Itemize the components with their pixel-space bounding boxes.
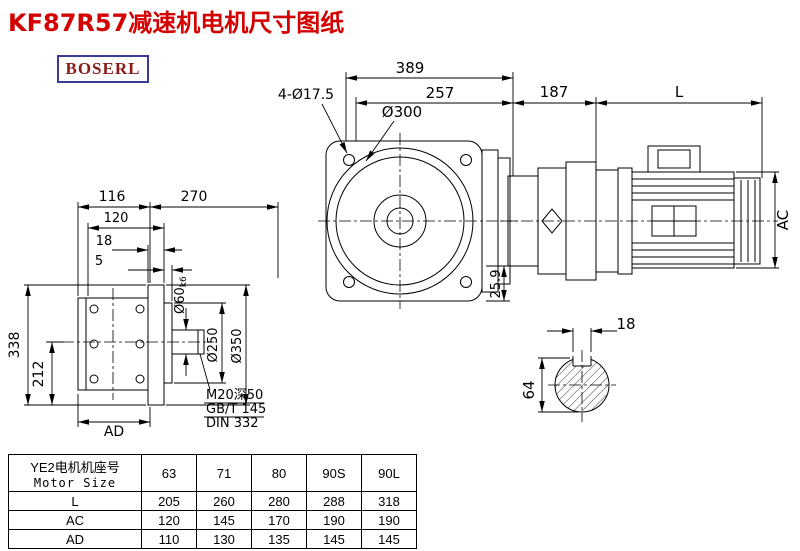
motor-view-dimensions: 187 L AC <box>513 83 792 269</box>
size-col-71: 71 <box>196 454 252 492</box>
dim-shaft-d60: Ø60k6 <box>173 276 189 314</box>
table-header-cn: YE2电机机座号 <box>30 459 120 475</box>
dim-adapter-length: 187 <box>540 83 569 101</box>
dim-ad: AD <box>104 424 124 440</box>
note-din-standard: DIN 332 <box>206 416 259 431</box>
dim-overall-width: 389 <box>396 59 425 77</box>
table-header-cell: YE2电机机座号 Motor Size <box>8 454 142 492</box>
cell-AD-71: 130 <box>196 529 252 549</box>
cell-L-90l: 318 <box>361 491 417 511</box>
dim-key-width: 18 <box>616 315 635 333</box>
cell-AD-90s: 145 <box>306 529 362 549</box>
side-view-dimensions: 116 270 120 18 5 338 212 Ø60k6 <box>7 189 279 440</box>
cell-L-90s: 288 <box>306 491 362 511</box>
table-row-AD: AD 110 130 135 145 145 <box>8 529 417 549</box>
cell-AC-90s: 190 <box>306 510 362 530</box>
front-view-dimensions: 389 257 4-Ø17.5 Ø300 25.9 <box>278 59 514 302</box>
cell-AC-90l: 190 <box>361 510 417 530</box>
cell-L-63: 205 <box>141 491 197 511</box>
dim-shaft-diameter: 64 <box>520 380 538 399</box>
cell-AD-90l: 145 <box>361 529 417 549</box>
dim-step-5: 5 <box>95 254 103 269</box>
motor-view <box>500 145 778 281</box>
cell-AD-63: 110 <box>141 529 197 549</box>
dim-depth-270: 270 <box>181 189 208 205</box>
dim-motor-height: AC <box>774 210 792 230</box>
front-view <box>318 133 518 309</box>
size-col-63: 63 <box>141 454 197 492</box>
dim-offset: 25.9 <box>489 270 504 299</box>
dim-spigot-d250: Ø250 <box>206 327 221 362</box>
table-header-row: YE2电机机座号 Motor Size 63 71 80 90S 90L <box>8 454 417 492</box>
shaft-section: 18 64 <box>520 315 636 422</box>
page-title: KF87R57减速机电机尺寸图纸 <box>8 9 345 37</box>
note-tap-hole: M20深50 <box>206 388 263 403</box>
table-row-L: L 205 260 280 288 318 <box>8 491 417 511</box>
row-label: L <box>8 491 142 511</box>
dim-height-212: 212 <box>31 361 47 388</box>
cell-L-71: 260 <box>196 491 252 511</box>
size-col-80: 80 <box>251 454 307 492</box>
row-label: AC <box>8 510 142 530</box>
cell-L-80: 280 <box>251 491 307 511</box>
dim-depth-116: 116 <box>99 189 126 205</box>
size-col-90s: 90S <box>306 454 362 492</box>
table-header-en: Motor Size <box>33 475 117 490</box>
cell-AC-80: 170 <box>251 510 307 530</box>
dim-step-120: 120 <box>104 211 129 226</box>
cell-AC-63: 120 <box>141 510 197 530</box>
dim-motor-length: L <box>675 83 684 101</box>
dim-flange-holes: 4-Ø17.5 <box>278 87 334 103</box>
dim-flange-d350: Ø350 <box>230 328 245 363</box>
dim-face-width: 257 <box>426 84 455 102</box>
dim-shaft-d60-value: Ø60 <box>173 287 188 314</box>
table-row-AC: AC 120 145 170 190 190 <box>8 510 417 530</box>
cell-AD-80: 135 <box>251 529 307 549</box>
dim-shaft-d60-tolerance: k6 <box>179 276 189 287</box>
row-label: AD <box>8 529 142 549</box>
size-col-90l: 90L <box>361 454 417 492</box>
brand-logo: BOSERL <box>57 55 149 83</box>
dim-height-338: 338 <box>7 332 23 359</box>
dim-step-18: 18 <box>96 234 113 249</box>
cell-AC-71: 145 <box>196 510 252 530</box>
dim-flange-diameter: Ø300 <box>382 103 422 121</box>
note-gb-standard: GB/T 145 <box>206 402 266 417</box>
motor-size-table: YE2电机机座号 Motor Size 63 71 80 90S 90L L 2… <box>8 454 417 549</box>
side-view <box>62 284 214 406</box>
